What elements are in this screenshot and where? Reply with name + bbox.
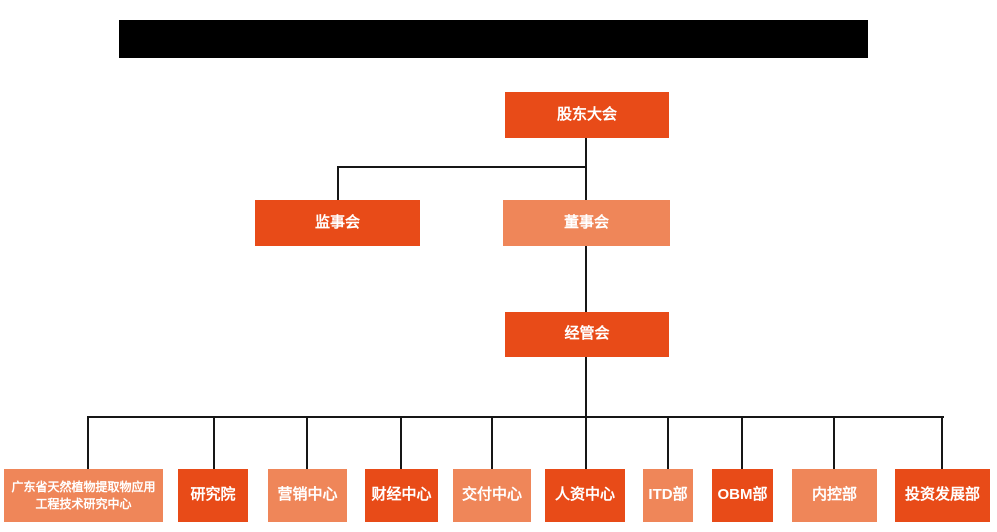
connector-level2-horizontal xyxy=(337,166,587,168)
connector-drop-obm-dept xyxy=(741,417,743,469)
connector-drop-itd-dept xyxy=(667,417,669,469)
connector-drop-investment-dept xyxy=(941,417,943,469)
node-dept-hr-center: 人资中心 xyxy=(545,469,625,522)
node-supervisory-board: 监事会 xyxy=(255,200,420,246)
node-board-of-directors: 董事会 xyxy=(503,200,670,246)
node-dept-internal-control: 内控部 xyxy=(792,469,877,522)
connector-management-down xyxy=(585,357,587,417)
node-dept-marketing-center: 营销中心 xyxy=(268,469,347,522)
connector-drop-delivery-center xyxy=(491,417,493,469)
connector-drop-research-institute xyxy=(213,417,215,469)
node-dept-delivery-center: 交付中心 xyxy=(453,469,531,522)
node-dept-finance-center: 财经中心 xyxy=(365,469,438,522)
redacted-title-bar xyxy=(119,20,868,58)
connector-drop-research-center xyxy=(87,417,89,469)
node-dept-research-institute: 研究院 xyxy=(178,469,248,522)
node-dept-obm: OBM部 xyxy=(712,469,773,522)
connector-drop-internal-control-dept xyxy=(833,417,835,469)
connector-drop-hr-center xyxy=(585,417,587,469)
node-management-committee: 经管会 xyxy=(505,312,669,357)
connector-departments-horizontal xyxy=(87,416,944,418)
node-dept-itd: ITD部 xyxy=(643,469,693,522)
connector-drop-marketing-center xyxy=(306,417,308,469)
connector-root-down xyxy=(585,138,587,168)
node-dept-investment-development: 投资发展部 xyxy=(895,469,990,522)
connector-drop-finance-center xyxy=(400,417,402,469)
connector-supervisory-drop xyxy=(337,166,339,200)
node-shareholders-meeting: 股东大会 xyxy=(505,92,669,138)
connector-board-to-management xyxy=(585,246,587,312)
node-dept-research-center: 广东省天然植物提取物应用工程技术研究中心 xyxy=(4,469,163,522)
connector-board-drop xyxy=(585,166,587,200)
